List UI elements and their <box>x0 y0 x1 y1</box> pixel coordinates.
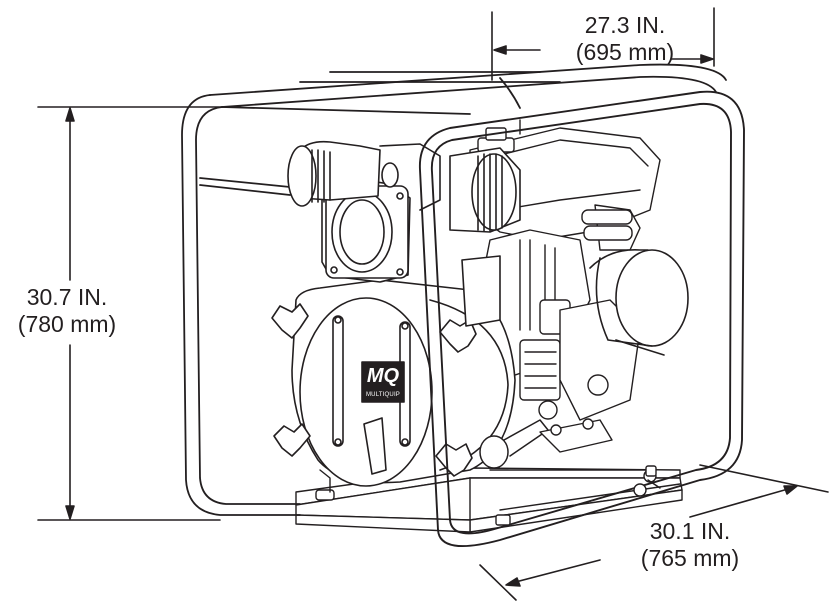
front-frame <box>420 92 744 546</box>
outlet-port <box>450 148 520 326</box>
depth-imperial: 30.1 IN. <box>649 518 731 544</box>
depth-metric: (765 mm) <box>640 545 740 571</box>
drain-handle <box>480 420 548 468</box>
height-metric: (780 mm) <box>17 311 117 337</box>
logo-text: MULTIQUIP <box>365 392 401 398</box>
discharge-fitting <box>288 142 440 210</box>
height-dimension-label: 30.7 IN. (780 mm) <box>2 284 132 338</box>
width-dimension-label: 27.3 IN. (695 mm) <box>540 12 710 66</box>
width-metric: (695 mm) <box>575 39 675 65</box>
logo <box>362 362 404 402</box>
height-dimension-lines <box>38 107 240 520</box>
suction-port <box>322 178 410 282</box>
width-dimension-lines <box>492 8 714 80</box>
depth-dimension-label: 30.1 IN. (765 mm) <box>610 518 770 572</box>
width-imperial: 27.3 IN. <box>584 12 666 38</box>
height-imperial: 30.7 IN. <box>26 284 108 310</box>
engine-mounts <box>316 419 656 525</box>
anti-vibration-mounts <box>320 470 660 492</box>
recoil-starter <box>590 250 688 355</box>
logo-mark: MQ <box>366 365 400 387</box>
depth-dimension-lines <box>480 465 828 600</box>
rear-frame <box>182 65 726 515</box>
